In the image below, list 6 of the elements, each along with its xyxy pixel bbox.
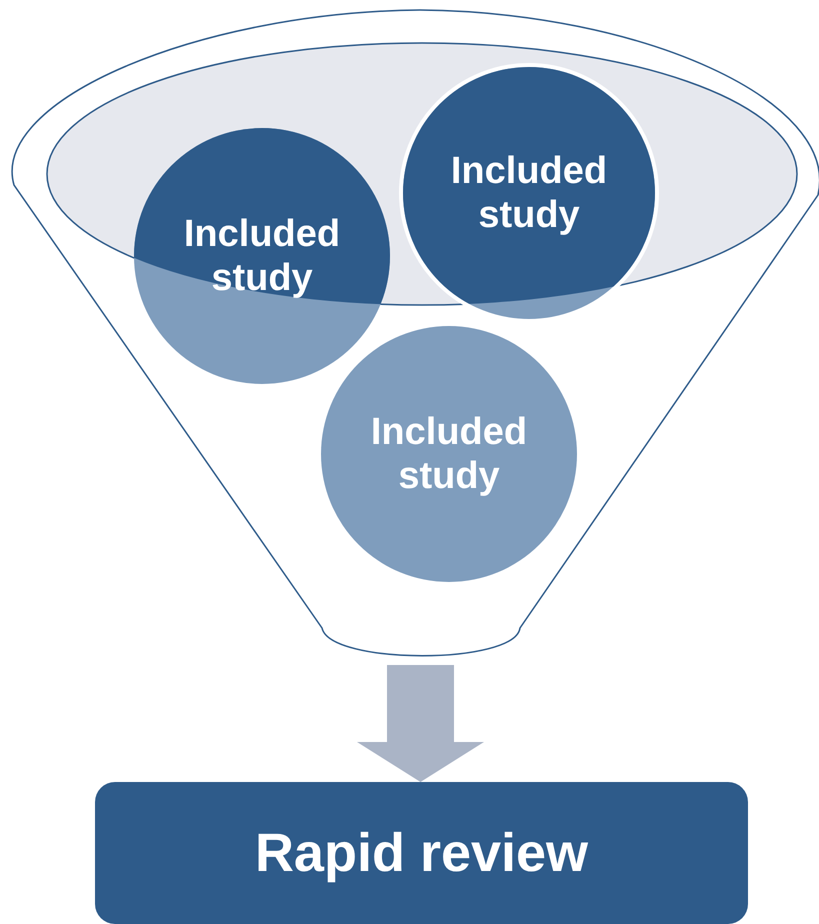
circle-label: Included study [182, 212, 342, 300]
box-label: Rapid review [254, 822, 588, 884]
result-box [95, 782, 748, 924]
circle-label: Included study [370, 410, 528, 498]
block-arrow [357, 665, 484, 782]
circle-label: Included study [450, 149, 608, 237]
